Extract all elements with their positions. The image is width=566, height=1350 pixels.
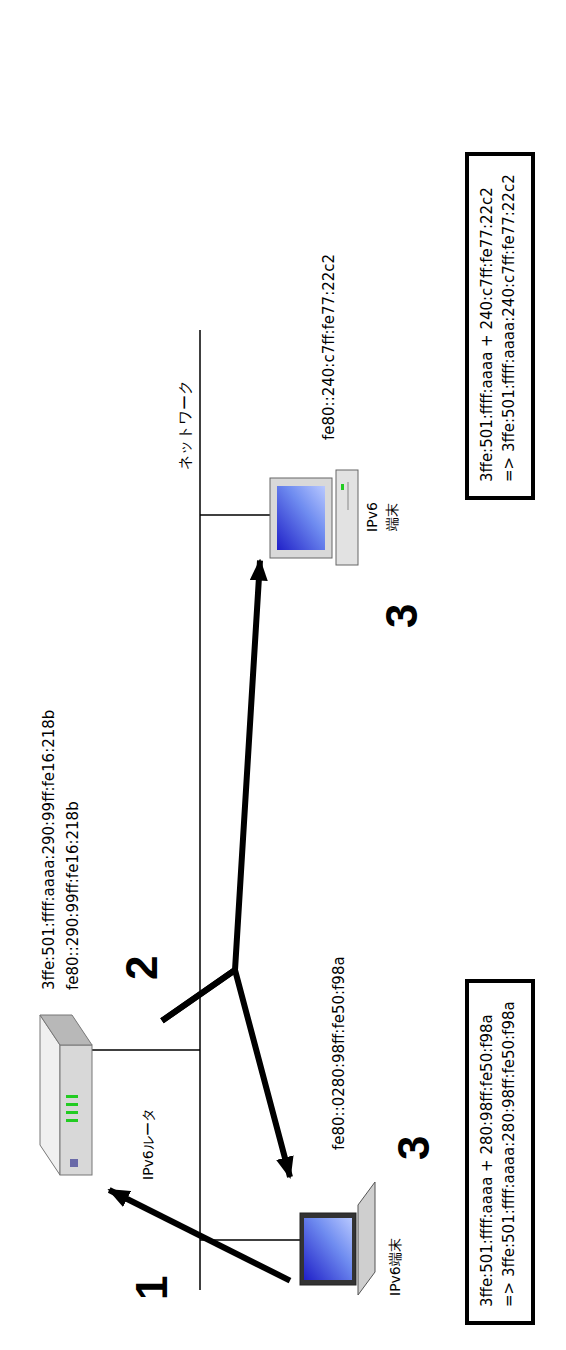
address-label: 3ffe:501:ffff:aaaa:290:99ff:fe16:218b [40, 710, 58, 990]
box-text: 3ffe:501:ffff:aaaa + 240:c7ff:fe77:22c2 [477, 187, 499, 482]
arrow-connector [162, 970, 290, 1177]
network-label: ネットワーク [176, 380, 194, 470]
arrow-connector [109, 1190, 290, 1281]
network-line [199, 330, 201, 1290]
router-wire [92, 1049, 200, 1051]
router-icon [40, 1015, 92, 1175]
address-label: fe80::240:c7ff:fe77:22c2 [320, 254, 338, 440]
box-text: => 3ffe:501:ffff:aaaa:240:c7ff:fe77:22c2 [499, 174, 521, 482]
terminal-node: IPv6端末 [290, 1170, 420, 1310]
terminal-node: IPv6 端末 [260, 450, 410, 580]
box-text: => 3ffe:501:ffff:aaaa:280:98ff:fe50:f98a [499, 1001, 521, 1307]
arrow-connector [162, 561, 260, 1021]
box-text: 3ffe:501:ffff:aaaa + 280:98ff:fe50:f98a [477, 1014, 499, 1307]
address-box: 3ffe:501:ffff:aaaa + 280:98ff:fe50:f98a=… [465, 979, 535, 1325]
desktop-wire [200, 514, 270, 516]
device-label: IPv6 端末 [362, 496, 403, 538]
address-box: 3ffe:501:ffff:aaaa + 240:c7ff:fe77:22c2=… [465, 152, 535, 500]
device-label: IPv6端末 [385, 1238, 405, 1296]
callout-number: 1 [130, 1276, 174, 1300]
callout-number: 3 [380, 604, 424, 628]
laptop-icon [300, 1182, 375, 1295]
callout-number: 3 [392, 1136, 436, 1160]
desktop-icon [270, 470, 358, 565]
address-label: fe80::290:99ff:fe16:218b [64, 801, 82, 990]
router-node: IPv6ルータ [30, 1010, 162, 1190]
callout-number: 2 [120, 956, 164, 980]
address-label: fe80::0280:98ff:fe50:f98a [330, 956, 348, 1150]
device-label: IPv6ルータ [138, 1108, 158, 1180]
